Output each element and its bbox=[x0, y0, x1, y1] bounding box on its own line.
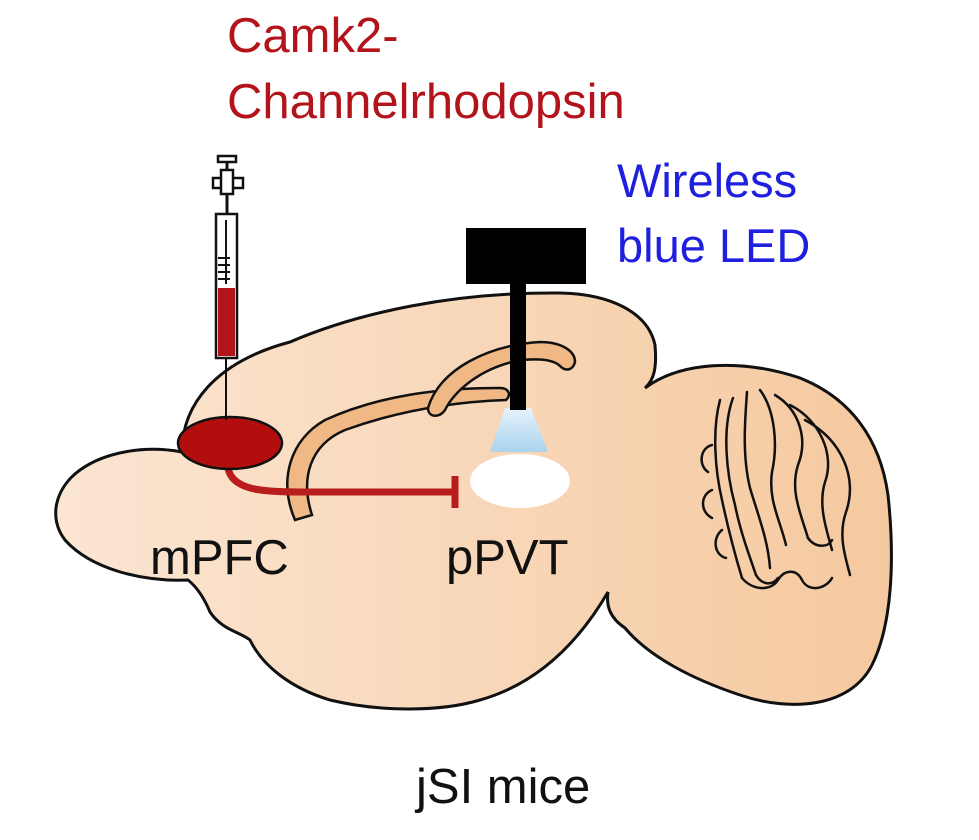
blue-light-cone bbox=[490, 408, 548, 452]
mpfc-ppvt-projection bbox=[224, 466, 455, 496]
syringe-icon bbox=[211, 154, 245, 420]
led-implant-icon bbox=[466, 228, 586, 410]
virus-label-line2: Channelrhodopsin bbox=[227, 75, 625, 129]
ppvt-region bbox=[470, 454, 570, 508]
cerebellum-folia bbox=[700, 388, 852, 590]
hippocampus bbox=[426, 340, 577, 417]
figure-caption: jSI mice bbox=[416, 760, 591, 814]
led-label-line2: blue LED bbox=[617, 219, 811, 272]
virus-label-line1: Camk2- bbox=[227, 9, 399, 63]
corpus-callosum bbox=[286, 386, 511, 522]
mpfc-label: mPFC bbox=[150, 531, 289, 585]
ppvt-label: pPVT bbox=[446, 531, 569, 585]
mpfc-injection-site bbox=[176, 415, 284, 471]
brain-outline bbox=[54, 291, 893, 711]
led-label-line1: Wireless bbox=[617, 154, 798, 207]
